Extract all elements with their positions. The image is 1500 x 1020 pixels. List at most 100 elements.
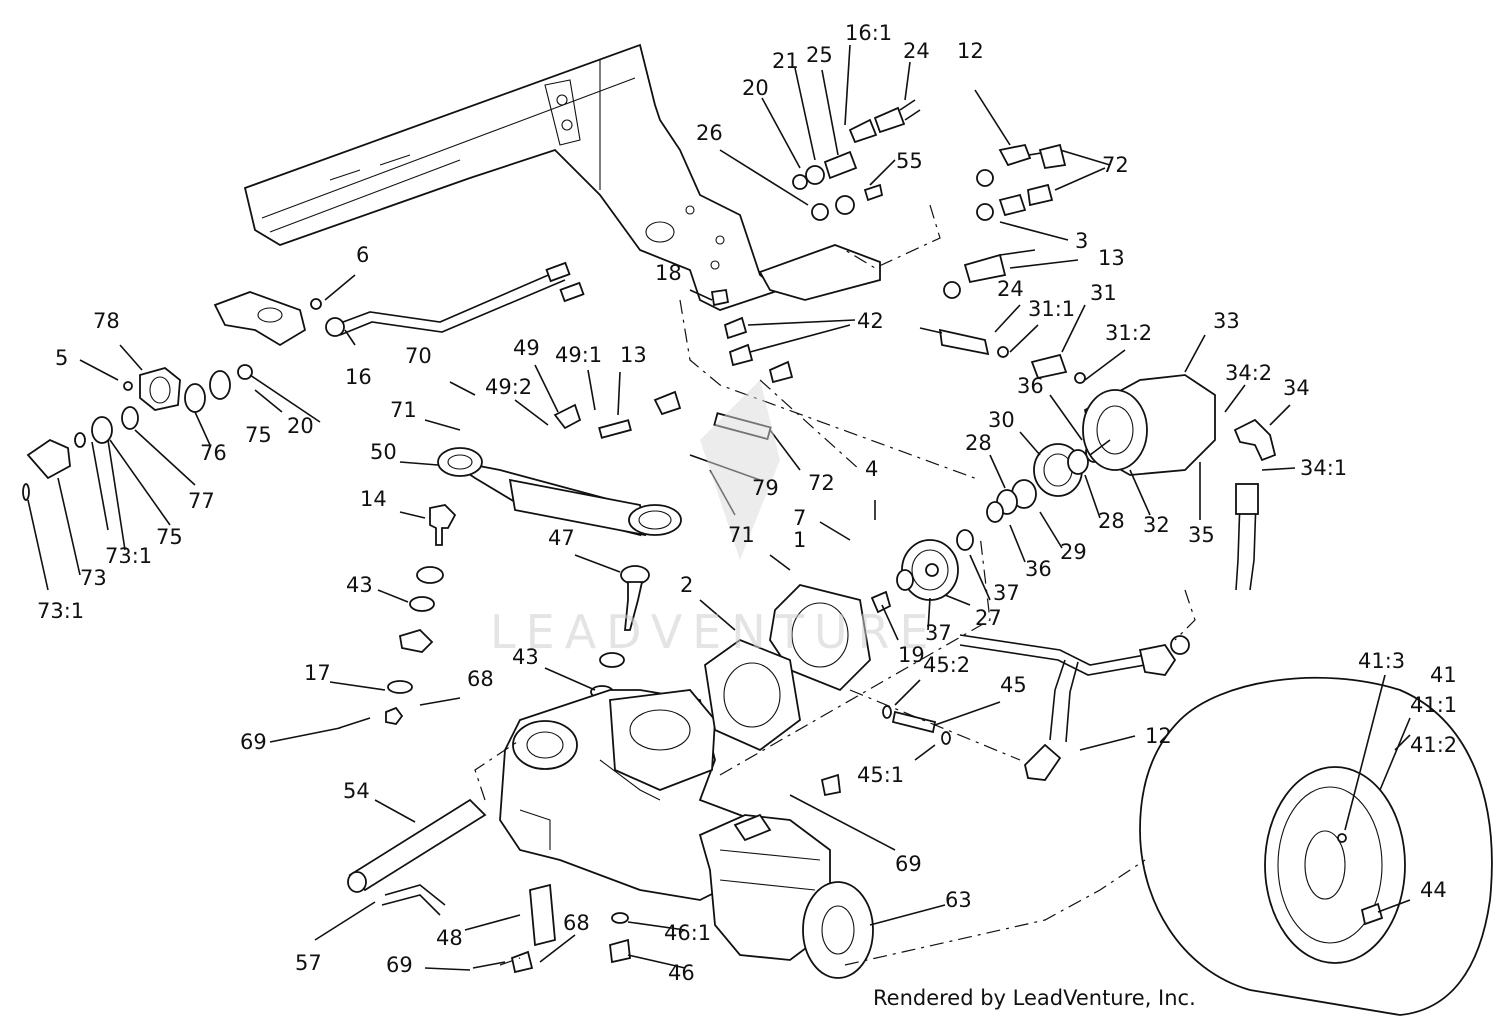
callout-45-2: 45:2 bbox=[923, 653, 970, 677]
callout-48: 48 bbox=[436, 926, 463, 950]
callout-20-right: 20 bbox=[287, 414, 314, 438]
gaskets bbox=[704, 584, 871, 752]
watermark-text: LEADVENTURE bbox=[490, 605, 939, 659]
frame bbox=[243, 43, 782, 311]
fittings-top-center bbox=[792, 99, 921, 221]
tie-rod-lower bbox=[959, 634, 1190, 676]
callout-36-upper: 36 bbox=[1017, 374, 1044, 398]
callout-49-2: 49:2 bbox=[485, 375, 532, 399]
callout-57: 57 bbox=[295, 951, 322, 975]
callout-45: 45 bbox=[1000, 673, 1027, 697]
hose-right bbox=[1235, 483, 1259, 591]
callout-4: 4 bbox=[865, 457, 878, 481]
callout-36-lower: 36 bbox=[1025, 557, 1052, 581]
callout-71-right: 71 bbox=[728, 523, 755, 547]
callout-26: 26 bbox=[696, 121, 723, 145]
callout-37-right: 37 bbox=[993, 581, 1020, 605]
callout-49-1: 49:1 bbox=[555, 343, 602, 367]
axle-housing bbox=[499, 689, 874, 979]
callout-41-1: 41:1 bbox=[1410, 693, 1457, 717]
callout-33: 33 bbox=[1213, 309, 1240, 333]
callout-78: 78 bbox=[93, 309, 120, 333]
callout-5: 5 bbox=[55, 346, 68, 370]
callout-41: 41 bbox=[1430, 663, 1457, 687]
callout-14: 14 bbox=[360, 487, 387, 511]
seal-stack-left bbox=[22, 298, 322, 501]
callout-24-mid: 24 bbox=[997, 277, 1024, 301]
callout-31-1: 31:1 bbox=[1028, 297, 1075, 321]
hose-fittings-top bbox=[943, 143, 1111, 299]
callout-2: 2 bbox=[680, 573, 693, 597]
callout-31-2: 31:2 bbox=[1105, 321, 1152, 345]
hose-bottom bbox=[1024, 659, 1079, 781]
callout-18: 18 bbox=[655, 261, 682, 285]
callout-12-top: 12 bbox=[957, 39, 984, 63]
callout-29: 29 bbox=[1060, 540, 1087, 564]
callout-21: 21 bbox=[772, 49, 799, 73]
callout-73-1-lower: 73:1 bbox=[37, 599, 84, 623]
credit-text: Rendered by LeadVenture, Inc. bbox=[873, 986, 1196, 1010]
callout-69-right: 69 bbox=[895, 852, 922, 876]
callout-63: 63 bbox=[945, 888, 972, 912]
spindle-stack-left bbox=[385, 504, 457, 725]
callout-3: 3 bbox=[1075, 229, 1088, 253]
callout-76: 76 bbox=[200, 441, 227, 465]
callout-27: 27 bbox=[975, 606, 1002, 630]
callouts: 1 2 3 4 5 6 7 12 12 13 13 14 16 16:1 17 … bbox=[37, 21, 1457, 985]
pin-45 bbox=[882, 705, 951, 745]
callout-49: 49 bbox=[513, 336, 540, 360]
callout-16-1: 16:1 bbox=[845, 21, 892, 45]
fittings-42 bbox=[710, 288, 794, 384]
callout-34-1: 34:1 bbox=[1300, 456, 1347, 480]
callout-72-mid: 72 bbox=[808, 471, 835, 495]
gears bbox=[870, 441, 1103, 614]
callout-12-bottom: 12 bbox=[1145, 724, 1172, 748]
callout-73-1-upper: 73:1 bbox=[105, 544, 152, 568]
callout-20-top: 20 bbox=[742, 76, 769, 100]
callout-41-2: 41:2 bbox=[1410, 733, 1457, 757]
callout-68-lower: 68 bbox=[563, 911, 590, 935]
callout-68-upper: 68 bbox=[467, 667, 494, 691]
callout-41-3: 41:3 bbox=[1358, 649, 1405, 673]
hydraulic-motor bbox=[1082, 374, 1216, 476]
callout-35: 35 bbox=[1188, 523, 1215, 547]
callout-77: 77 bbox=[188, 489, 215, 513]
callout-32: 32 bbox=[1143, 513, 1170, 537]
callout-19: 19 bbox=[898, 643, 925, 667]
callout-50: 50 bbox=[370, 440, 397, 464]
callout-73: 73 bbox=[80, 566, 107, 590]
elbow-fitting bbox=[1233, 418, 1277, 462]
callout-17: 17 bbox=[304, 661, 331, 685]
callout-70: 70 bbox=[405, 344, 432, 368]
callout-79: 79 bbox=[752, 476, 779, 500]
callout-44: 44 bbox=[1420, 878, 1447, 902]
callout-30: 30 bbox=[988, 408, 1015, 432]
callout-54: 54 bbox=[343, 779, 370, 803]
callout-45-1: 45:1 bbox=[857, 763, 904, 787]
steering-cylinder bbox=[437, 447, 682, 537]
callout-42: 42 bbox=[857, 309, 884, 333]
callout-43-upper: 43 bbox=[346, 573, 373, 597]
mount-bracket bbox=[758, 244, 881, 301]
callout-69-left: 69 bbox=[240, 730, 267, 754]
callout-6: 6 bbox=[356, 243, 369, 267]
callout-46: 46 bbox=[668, 961, 695, 985]
callout-13-top: 13 bbox=[1098, 246, 1125, 270]
leader-lines bbox=[27, 44, 1411, 971]
small-parts-bottom bbox=[338, 717, 841, 974]
callout-7: 7 bbox=[793, 506, 806, 530]
callout-46-1: 46:1 bbox=[664, 921, 711, 945]
callout-25: 25 bbox=[806, 43, 833, 67]
callout-43-lower: 43 bbox=[512, 645, 539, 669]
assembly-lines bbox=[474, 204, 1196, 966]
callout-1: 1 bbox=[793, 528, 806, 552]
callout-37-lower: 37 bbox=[925, 621, 952, 645]
callout-16: 16 bbox=[345, 365, 372, 389]
callout-31: 31 bbox=[1090, 281, 1117, 305]
callout-34: 34 bbox=[1283, 376, 1310, 400]
callout-24-top: 24 bbox=[903, 39, 930, 63]
wheel bbox=[1139, 676, 1493, 1016]
callout-34-2: 34:2 bbox=[1225, 361, 1272, 385]
callout-28-left: 28 bbox=[965, 431, 992, 455]
